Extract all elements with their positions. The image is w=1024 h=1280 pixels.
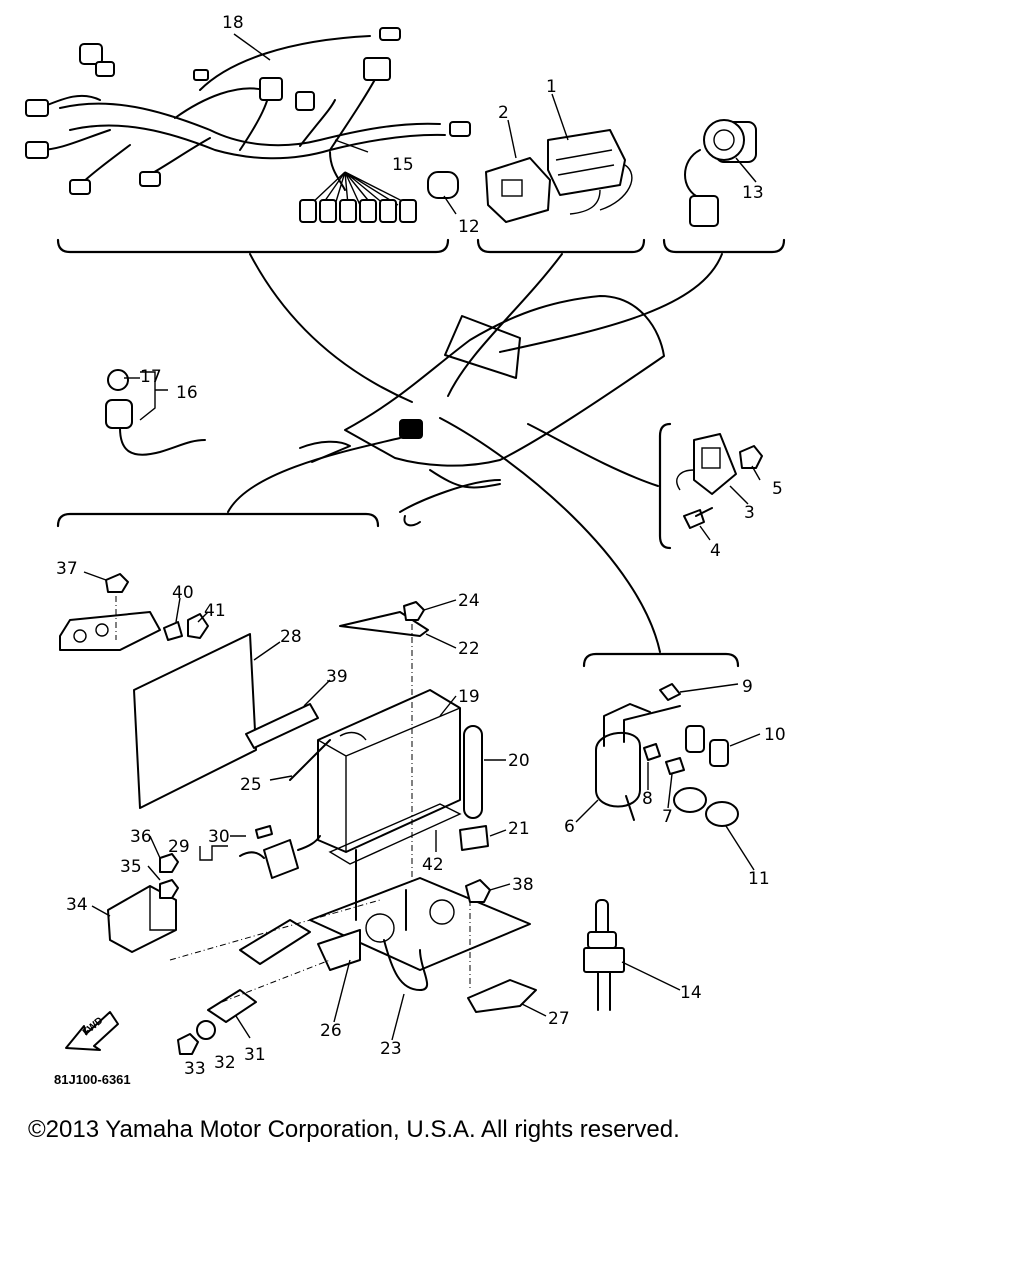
callout-16: 16 [176,383,198,403]
diagram-code: 81J100-6361 [54,1072,131,1087]
callout-36: 36 [130,827,152,847]
callout-39: 39 [326,667,348,687]
group-brackets [56,238,786,668]
ignition-coil-assembly [595,683,739,827]
callout-6: 6 [564,817,575,837]
callout-22: 22 [458,639,480,659]
callout-15: 15 [392,155,414,175]
snowmobile-outline [299,295,665,527]
callout-40: 40 [172,583,194,603]
callout-4: 4 [710,541,721,561]
callout-10: 10 [764,725,786,745]
sensor-assembly [676,433,763,529]
toggle-switch [583,899,625,1011]
callout-42: 42 [422,855,444,875]
copyright-notice: ©2013 Yamaha Motor Corporation, U.S.A. A… [28,1116,680,1143]
callout-24: 24 [458,591,480,611]
callout-7: 7 [662,807,673,827]
forward-arrow-icon: FWD [65,1011,119,1051]
callout-18: 18 [222,13,244,33]
callout-41: 41 [204,601,226,621]
callout-32: 32 [214,1053,236,1073]
callout-14: 14 [680,983,702,1003]
callout-5: 5 [772,479,783,499]
callout-20: 20 [508,751,530,771]
callout-19: 19 [458,687,480,707]
callout-11: 11 [748,869,770,889]
leader-curves [227,253,723,653]
callout-23: 23 [380,1039,402,1059]
callout-27: 27 [548,1009,570,1029]
callout-leaders [83,33,761,1041]
cdi-units [485,129,633,223]
callout-9: 9 [742,677,753,697]
callout-26: 26 [320,1021,342,1041]
parts-diagram: FWD [25,13,786,1087]
callout-28: 28 [280,627,302,647]
callout-34: 34 [66,895,88,915]
wire-harness [25,27,471,223]
callout-17: 17 [140,367,162,387]
callout-13: 13 [742,183,764,203]
callout-1: 1 [546,77,557,97]
callout-3: 3 [744,503,755,523]
battery-assembly [59,573,537,1055]
callout-35: 35 [120,857,142,877]
main-switch [684,119,757,227]
bulb-socket [105,369,206,456]
callout-2: 2 [498,103,509,123]
callout-38: 38 [512,875,534,895]
callout-30: 30 [208,827,230,847]
callout-labels: 1 2 3 4 5 6 7 8 9 10 11 12 13 14 15 16 1… [56,13,786,1079]
callout-31: 31 [244,1045,266,1065]
callout-37: 37 [56,559,78,579]
callout-25: 25 [240,775,262,795]
callout-33: 33 [184,1059,206,1079]
callout-8: 8 [642,789,653,809]
callout-21: 21 [508,819,530,839]
callout-29: 29 [168,837,190,857]
callout-12: 12 [458,217,480,237]
